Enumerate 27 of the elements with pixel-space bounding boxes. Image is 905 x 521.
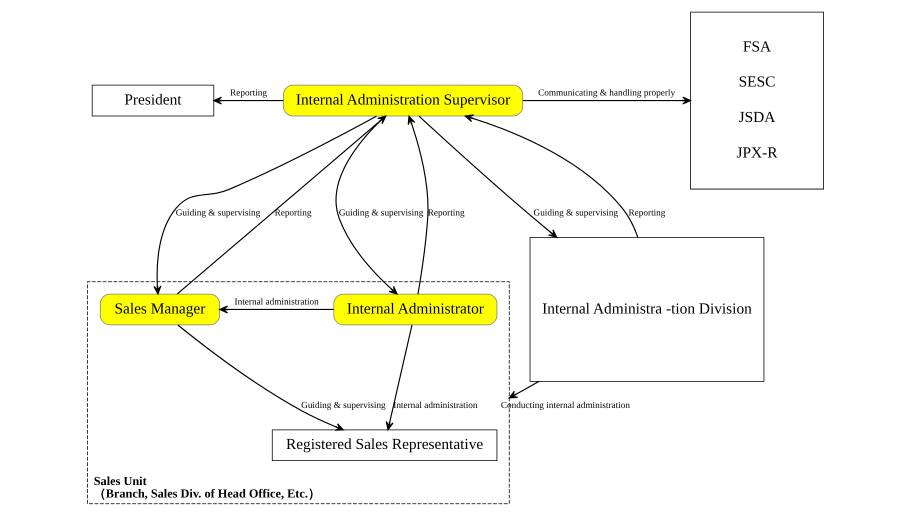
edge-label: Guiding & supervising bbox=[534, 207, 618, 218]
arrow bbox=[522, 96, 692, 104]
arrow bbox=[464, 114, 638, 238]
edge-label: Reporting bbox=[274, 207, 312, 218]
arrow bbox=[213, 96, 284, 104]
edge-label: Communicating & handling properly bbox=[538, 87, 676, 98]
edge-label: Internal administration bbox=[234, 296, 319, 306]
node-box: Sales Manager bbox=[100, 293, 220, 325]
node-box: Registered Sales Representative bbox=[272, 429, 498, 461]
arrow bbox=[418, 115, 558, 238]
edge-label: Guiding & supervising bbox=[301, 400, 386, 410]
arrow bbox=[177, 324, 344, 430]
edge-label: Reporting bbox=[230, 87, 268, 98]
arrow bbox=[408, 115, 429, 294]
node-box: FSA SESC JSDA JPX-R bbox=[690, 11, 824, 189]
edge-label: Guiding & supervising bbox=[176, 207, 260, 218]
node-box: President bbox=[92, 84, 214, 116]
edge-label: Guiding & supervising bbox=[338, 207, 424, 218]
node-box: Internal Administra -tion Division bbox=[530, 236, 764, 382]
arrow bbox=[336, 115, 398, 294]
edge-label: Reporting bbox=[628, 207, 666, 218]
edge-label: Conducting internal administration bbox=[500, 400, 630, 410]
node-box: Internal Administrator bbox=[333, 293, 498, 325]
arrow bbox=[219, 304, 334, 314]
arrow bbox=[386, 324, 413, 430]
arrow bbox=[508, 380, 540, 398]
node-box: Internal Administration Supervisor bbox=[283, 84, 524, 116]
